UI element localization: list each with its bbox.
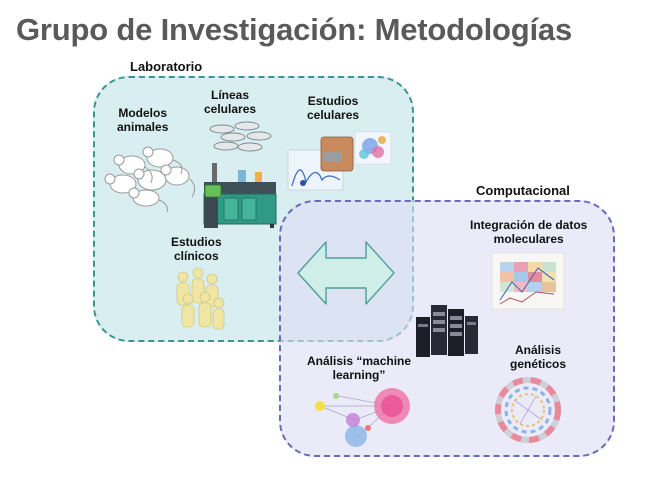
integracion-datos-label: Integración de datos moleculares (470, 218, 588, 246)
computacional-label: Computacional (476, 183, 570, 198)
server-rack-icon (416, 305, 478, 357)
people-icon (176, 267, 225, 330)
laboratorio-label: Laboratorio (130, 59, 203, 74)
double-arrow-icon (297, 241, 395, 305)
lineas-celulares-label: Líneas celulares (204, 88, 257, 116)
circos-plot-icon (495, 377, 561, 443)
estudios-celulares-label: Estudios celulares (307, 94, 360, 122)
analisis-ml-label: Análisis “machine learning” (307, 354, 412, 382)
heatmap-icon (491, 252, 565, 310)
cell-imaging-icon (287, 131, 392, 191)
lab-bench-icon (203, 163, 277, 228)
petri-dish-icon (209, 121, 272, 152)
estudios-clinicos-label: Estudios clínicos (171, 235, 222, 263)
mice-icon (104, 146, 196, 213)
network-graph-icon (315, 388, 410, 447)
modelos-animales-label: Modelos animales (117, 106, 169, 134)
page-title: Grupo de Investigación: Metodologías (16, 12, 573, 47)
analisis-geneticos-label: Análisis genéticos (510, 343, 567, 371)
